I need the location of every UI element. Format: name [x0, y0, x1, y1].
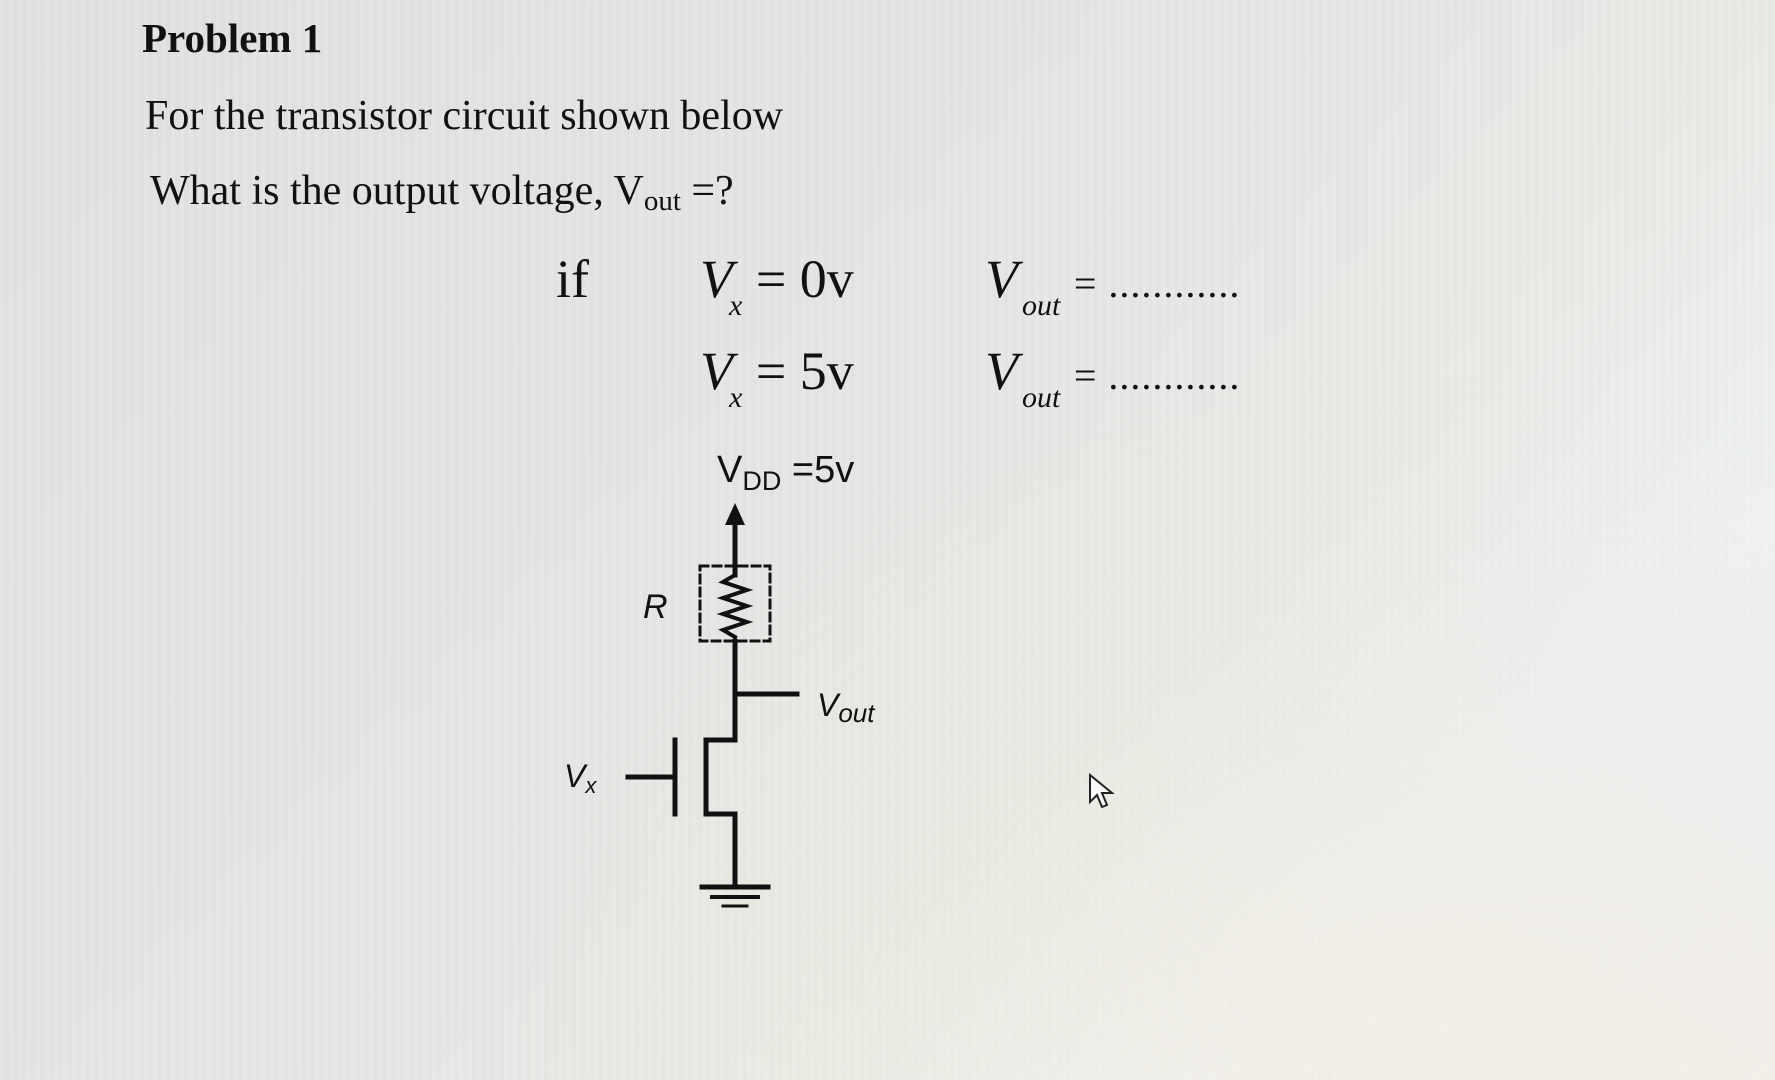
vout-main: V [817, 687, 839, 723]
vdd-main: V [717, 449, 743, 491]
condition-var-sub: x [729, 289, 743, 322]
vdd-value: =5v [781, 449, 855, 491]
vx-label: Vx [564, 758, 597, 798]
condition-var: V [700, 249, 733, 309]
question-text: What is the output voltage, V [150, 168, 644, 214]
vx-sub: x [585, 773, 597, 798]
condition-var-sub: x [729, 381, 743, 414]
condition-vx-0: Vx = 0v [700, 248, 854, 322]
condition-vx-5: Vx = 5v [700, 340, 854, 414]
vout-sub: out [838, 698, 875, 728]
answer-var-sub: out [1022, 289, 1061, 322]
resistor-label: R [643, 588, 668, 626]
answer-var-sub: out [1022, 381, 1061, 414]
answer-dots: = ............ [1073, 353, 1241, 398]
vdd-arrow [725, 503, 745, 525]
vx-main: V [564, 758, 586, 794]
vdd-sub: DD [742, 466, 782, 496]
question-subscript: out [643, 185, 681, 217]
condition-value: = 5v [755, 341, 854, 401]
problem-statement: For the transistor circuit shown below [145, 93, 784, 139]
condition-var: V [700, 341, 733, 401]
resistor-box [698, 564, 772, 643]
answer-dots: = ............ [1073, 261, 1241, 306]
mouse-pointer-icon [1089, 772, 1115, 809]
condition-value: = 0v [755, 249, 854, 309]
answer-var: V [985, 249, 1018, 309]
if-label: if [556, 249, 589, 309]
problem-title: Problem 1 [142, 15, 323, 61]
resistor-symbol [716, 572, 754, 640]
vdd-label: VDD =5v [717, 449, 855, 496]
vout-label: Vout [817, 687, 875, 728]
answer-var: V [985, 341, 1018, 401]
question-end: =? [680, 168, 734, 214]
problem-question: What is the output voltage, Vout =? [150, 167, 734, 217]
